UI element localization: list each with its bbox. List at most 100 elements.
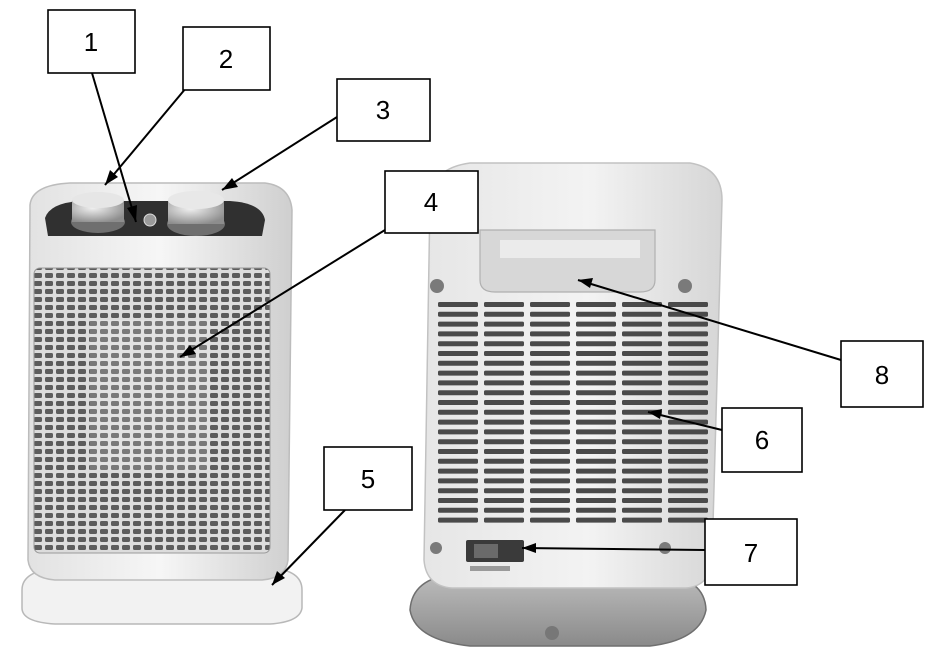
- screw-hole: [678, 279, 692, 293]
- vent-slot: [438, 429, 478, 434]
- vent-slot: [484, 361, 524, 366]
- vent-slot: [576, 400, 616, 405]
- pointer-2: [105, 88, 186, 185]
- pointer-3: [222, 117, 337, 190]
- vent-slot: [438, 331, 478, 336]
- vent-slot: [622, 469, 662, 474]
- heating-element-glimpse: [90, 320, 210, 470]
- vent-slot: [668, 371, 708, 376]
- vent-slot: [530, 380, 570, 385]
- vent-slot: [484, 478, 524, 483]
- vent-slot: [530, 410, 570, 415]
- vent-slot: [576, 439, 616, 444]
- vent-slot: [484, 508, 524, 513]
- control-dial[interactable]: [71, 192, 125, 233]
- vent-slot: [668, 390, 708, 395]
- vent-slot: [484, 449, 524, 454]
- callout-number-5: 5: [361, 464, 375, 494]
- callout-number-8: 8: [875, 360, 889, 390]
- vent-slot: [668, 478, 708, 483]
- vent-slot: [576, 518, 616, 523]
- vent-slot: [622, 518, 662, 523]
- vent-slot: [484, 429, 524, 434]
- vent-slot: [438, 420, 478, 425]
- vent-slot: [438, 518, 478, 523]
- vent-slot: [438, 371, 478, 376]
- vent-slot: [484, 498, 524, 503]
- vent-slot: [576, 322, 616, 327]
- callout-label-7: 7: [705, 519, 797, 585]
- vent-slot: [622, 380, 662, 385]
- vent-slot: [668, 322, 708, 327]
- vent-slot: [530, 371, 570, 376]
- vent-slot: [668, 410, 708, 415]
- vent-slot: [484, 380, 524, 385]
- vent-slot: [484, 312, 524, 317]
- vent-slot: [668, 469, 708, 474]
- vent-slot: [576, 508, 616, 513]
- callout-label-8: 8: [841, 341, 923, 407]
- vent-slot: [668, 449, 708, 454]
- vent-slot: [438, 312, 478, 317]
- vent-slot: [668, 361, 708, 366]
- vent-slot: [668, 459, 708, 464]
- vent-slot: [668, 380, 708, 385]
- vent-slot: [530, 361, 570, 366]
- vent-slot: [668, 302, 708, 307]
- vent-slot: [622, 439, 662, 444]
- vent-slot: [576, 459, 616, 464]
- vent-slot: [530, 331, 570, 336]
- vent-slot: [484, 439, 524, 444]
- vent-slot: [484, 331, 524, 336]
- vent-slot: [530, 429, 570, 434]
- vent-slot: [668, 518, 708, 523]
- vent-slot: [530, 478, 570, 483]
- vent-slot: [530, 341, 570, 346]
- vent-slot: [668, 351, 708, 356]
- callout-label-5: 5: [324, 447, 412, 510]
- vent-slot: [576, 351, 616, 356]
- vent-slot: [438, 498, 478, 503]
- vent-slot: [576, 478, 616, 483]
- vent-slot: [576, 488, 616, 493]
- vent-slot: [530, 390, 570, 395]
- vent-slot: [484, 371, 524, 376]
- vent-slot: [530, 449, 570, 454]
- vent-slot: [438, 390, 478, 395]
- vent-slot: [668, 400, 708, 405]
- vent-slot: [668, 331, 708, 336]
- vent-slot: [622, 478, 662, 483]
- vent-slot: [576, 429, 616, 434]
- carry-handle[interactable]: [480, 230, 655, 292]
- indicator-light: [144, 214, 156, 226]
- vent-slot: [622, 449, 662, 454]
- vent-slot: [484, 488, 524, 493]
- thermostat-knob[interactable]: [167, 191, 225, 236]
- vent-slot: [438, 361, 478, 366]
- vent-slot: [530, 518, 570, 523]
- vent-slot: [484, 302, 524, 307]
- vent-slot: [438, 449, 478, 454]
- vent-slot: [484, 518, 524, 523]
- vent-slot: [484, 351, 524, 356]
- switch-marking: [470, 566, 510, 571]
- callout-number-3: 3: [376, 95, 390, 125]
- vent-slot: [576, 302, 616, 307]
- vent-slot: [438, 400, 478, 405]
- callout-label-6: 6: [722, 408, 802, 472]
- vent-slot: [576, 449, 616, 454]
- vent-slot: [622, 420, 662, 425]
- callout-number-4: 4: [424, 187, 438, 217]
- vent-slot: [622, 498, 662, 503]
- vent-slot: [438, 380, 478, 385]
- vent-slot: [668, 439, 708, 444]
- callout-label-1: 1: [48, 10, 135, 73]
- vent-slot: [530, 322, 570, 327]
- vent-slot: [438, 439, 478, 444]
- vent-slot: [622, 371, 662, 376]
- screw-hole: [430, 542, 442, 554]
- vent-slot: [438, 478, 478, 483]
- vent-slot: [484, 390, 524, 395]
- rear-heater: [410, 163, 722, 646]
